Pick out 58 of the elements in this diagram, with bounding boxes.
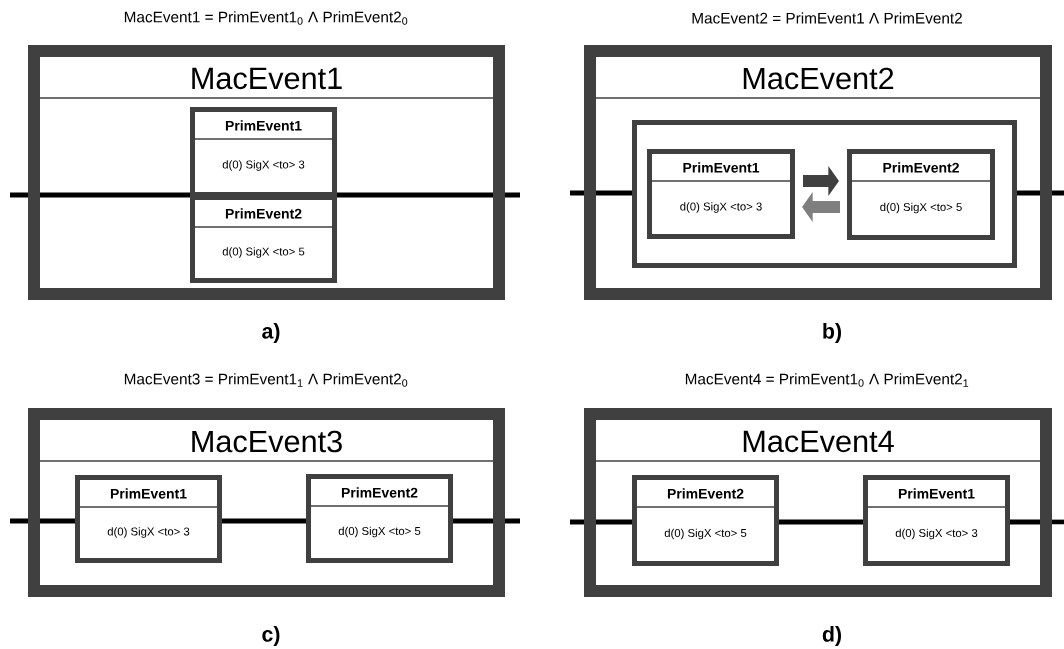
event-box: [306, 474, 453, 563]
panel-label: b): [823, 323, 841, 343]
timeline-line: [779, 519, 863, 525]
event-name: PrimEvent2: [225, 208, 302, 219]
timeline-line: [570, 519, 584, 525]
box-title: MacEvent4: [743, 430, 894, 453]
event-box: [647, 149, 795, 239]
event-condition: d(0) SigX <to> 3: [107, 527, 190, 538]
box-title: MacEvent1: [192, 67, 342, 90]
event-name: PrimEvent1: [898, 488, 975, 499]
panel-label: d): [822, 626, 841, 646]
timeline-line: [1052, 190, 1064, 196]
formula-text: MacEvent3 = PrimEvent1$_{1}$ Λ PrimEvent2$_{0}$: [124, 373, 408, 387]
timeline-line: [596, 190, 632, 196]
box-title: MacEvent3: [192, 430, 342, 453]
timeline-line: [337, 192, 493, 198]
event-name: PrimEvent2: [341, 487, 418, 498]
macro-event-box: [28, 408, 505, 597]
macro-event-box: [584, 45, 1052, 300]
event-box: [847, 149, 995, 240]
event-name: PrimEvent2: [667, 488, 744, 499]
event-name: PrimEvent1: [683, 162, 760, 173]
event-name: PrimEvent2: [883, 162, 959, 173]
event-condition: d(0) SigX <to> 3: [895, 528, 978, 540]
event-box: [75, 475, 222, 563]
formula-text: MacEvent2 = PrimEvent1 Λ PrimEvent2: [692, 12, 962, 24]
timeline-line: [1017, 190, 1040, 196]
timeline-line: [1010, 519, 1040, 525]
timeline-line: [453, 518, 493, 524]
macro-event-box: [584, 408, 1052, 597]
box-title: MacEvent2: [743, 67, 894, 90]
timeline-line: [570, 190, 584, 196]
timeline-line: [222, 518, 306, 524]
event-name: PrimEvent1: [110, 488, 187, 499]
event-condition: d(0) SigX <to> 3: [680, 202, 762, 213]
event-condition: d(0) SigX <to> 5: [338, 526, 421, 538]
event-name: PrimEvent1: [225, 120, 302, 131]
timeline-line: [40, 518, 75, 524]
formula-text: MacEvent4 = PrimEvent1$_{0}$ Λ PrimEvent2$_{1}$: [685, 373, 969, 387]
timeline-line: [40, 192, 190, 198]
timeline-line: [596, 519, 632, 525]
group-box: [632, 120, 1017, 268]
event-box: [632, 475, 779, 566]
panel-label: c): [262, 626, 280, 646]
formula-text: MacEvent1 = PrimEvent1$_{0}$ Λ PrimEvent2$_{0}$: [124, 11, 408, 25]
timeline-line: [505, 518, 520, 524]
event-condition: d(0) SigX <to> 3: [222, 160, 305, 171]
timeline-line: [1052, 519, 1064, 525]
macro-event-box: [28, 45, 505, 300]
timeline-line: [10, 518, 28, 524]
event-condition: d(0) SigX <to> 5: [664, 528, 747, 540]
timeline-line: [10, 192, 28, 198]
event-condition: d(0) SigX <to> 5: [222, 247, 305, 258]
event-condition: d(0) SigX <to> 5: [880, 202, 962, 214]
panel-label: a): [262, 323, 280, 343]
event-box: [190, 107, 337, 197]
event-box: [863, 475, 1010, 566]
timeline-line: [505, 192, 520, 198]
